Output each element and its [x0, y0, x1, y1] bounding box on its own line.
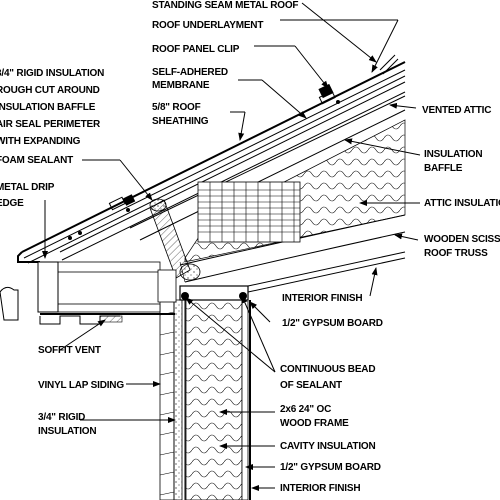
- label-rigid-wall-1: 3/4" RIGID: [38, 412, 85, 423]
- label-scissor-truss-2: ROOF TRUSS: [424, 248, 488, 259]
- label-gypsum-bottom: 1/2" GYPSUM BOARD: [280, 462, 381, 473]
- label-rigid-cut-6: FOAM SEALANT: [0, 155, 73, 166]
- label-rigid-cut-1: 3/4" RIGID INSULATION: [0, 68, 104, 79]
- wall-assembly: [159, 299, 251, 500]
- ceiling-finish-line: [247, 251, 406, 287]
- roof-sheathing-bottom: [61, 91, 406, 261]
- wall-top-plate: [179, 285, 249, 301]
- label-interior-finish-bottom: INTERIOR FINISH: [280, 483, 360, 494]
- truss-bottom-chord-bottom: [184, 231, 406, 283]
- label-rigid-cut-2: ROUGH CUT AROUND: [0, 85, 100, 96]
- label-drip-edge-1: METAL DRIP: [0, 182, 55, 193]
- label-standing-seam: STANDING SEAM METAL ROOF: [152, 0, 298, 11]
- label-insulation-baffle-1: INSULATION: [424, 149, 482, 160]
- leader-lines: [42, 2, 421, 491]
- gutter: [0, 286, 19, 321]
- label-self-adhered-2: MEMBRANE: [152, 80, 210, 91]
- label-sheathing-2: SHEATHING: [152, 116, 209, 127]
- label-wood-frame-1: 2x6 24" OC: [280, 404, 331, 415]
- label-rigid-cut-4: AIR SEAL PERIMETER: [0, 119, 101, 130]
- label-insulation-baffle-2: BAFFLE: [424, 163, 463, 174]
- label-scissor-truss-1: WOODEN SCISSOR: [424, 234, 500, 245]
- soffit: [0, 261, 177, 325]
- label-cavity-insulation: CAVITY INSULATION: [280, 441, 376, 452]
- label-drip-edge-2: EDGE: [0, 198, 24, 209]
- insulation-baffle: [197, 181, 301, 243]
- self-adhered-membrane-line: [27, 75, 406, 264]
- label-rigid-wall-2: INSULATION: [38, 426, 96, 437]
- label-gypsum-top: 1/2" GYPSUM BOARD: [282, 318, 383, 329]
- label-wood-frame-2: WOOD FRAME: [280, 418, 349, 429]
- roof-sheathing-top: [59, 81, 406, 253]
- label-interior-finish-top: INTERIOR FINISH: [282, 293, 362, 304]
- label-soffit-vent: SOFFIT VENT: [38, 345, 101, 356]
- roof-fasteners: [68, 100, 340, 240]
- label-rigid-cut-5: WITH EXPANDING: [0, 136, 81, 147]
- roof-underlayment-line: [23, 69, 406, 259]
- label-self-adhered-1: SELF-ADHERED: [152, 67, 228, 78]
- label-attic-insulation: ATTIC INSULATION: [424, 198, 500, 209]
- label-vinyl-siding: VINYL LAP SIDING: [38, 380, 124, 391]
- metal-roof-panel: [21, 61, 406, 253]
- label-rigid-cut-3: INSULATION BAFFLE: [0, 102, 96, 113]
- foam-sealant: [149, 198, 167, 212]
- label-roof-underlayment: ROOF UNDERLAYMENT: [152, 20, 263, 31]
- label-sheathing-1: 5/8" ROOF: [152, 102, 201, 113]
- cavity-insulation-batt: [185, 299, 243, 500]
- label-roof-panel-clip: ROOF PANEL CLIP: [152, 44, 240, 55]
- label-continuous-bead-1: CONTINUOUS BEAD: [280, 364, 375, 375]
- metal-drip-edge: [17, 251, 40, 263]
- roof-seams: [108, 54, 399, 211]
- label-vented-attic: VENTED ATTIC: [422, 105, 491, 116]
- sealant-bead-left: [181, 292, 189, 300]
- label-continuous-bead-2: OF SEALANT: [280, 380, 342, 391]
